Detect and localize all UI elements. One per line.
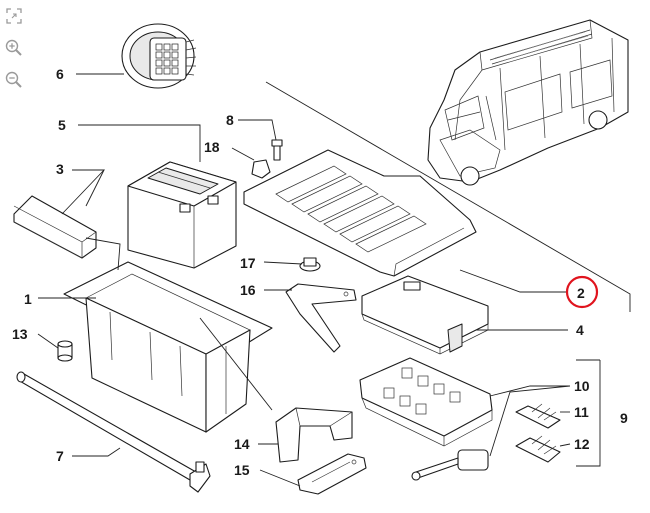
part-11-terminal <box>515 403 561 429</box>
part-13-bush <box>57 340 73 362</box>
callout-14[interactable]: 14 <box>234 436 250 452</box>
callout-3[interactable]: 3 <box>56 161 64 177</box>
viewer-toolbar <box>4 6 28 102</box>
fullscreen-icon[interactable] <box>4 6 24 26</box>
part-6-connector <box>121 23 197 89</box>
van-illustration <box>427 19 629 186</box>
part-7-bar <box>16 371 211 493</box>
callout-13[interactable]: 13 <box>12 326 28 342</box>
callout-2[interactable]: 2 <box>577 285 585 301</box>
callout-9[interactable]: 9 <box>620 410 628 426</box>
callout-12[interactable]: 12 <box>574 436 590 452</box>
callout-16[interactable]: 16 <box>240 282 256 298</box>
callout-17[interactable]: 17 <box>240 255 256 271</box>
callout-7[interactable]: 7 <box>56 448 64 464</box>
part-17-nut <box>299 257 321 272</box>
callout-2-highlight-ring <box>565 275 599 309</box>
part-18-clip <box>251 159 271 179</box>
callout-8[interactable]: 8 <box>226 112 234 128</box>
part-10-sensor <box>411 449 489 481</box>
part-4-control-unit <box>361 275 489 355</box>
callout-15[interactable]: 15 <box>234 462 250 478</box>
part-1-battery-tray <box>63 261 273 433</box>
callout-18[interactable]: 18 <box>204 139 220 155</box>
zoom-out-icon[interactable] <box>4 70 24 90</box>
callout-labels: 6 5 3 8 18 17 16 1 13 7 14 15 2 4 10 11 … <box>12 66 628 478</box>
part-10-fuse-box <box>359 357 493 447</box>
part-3-cover <box>13 195 97 259</box>
callout-5[interactable]: 5 <box>58 117 66 133</box>
part-8-bolt <box>271 139 283 161</box>
part-14-bracket <box>275 407 353 463</box>
callout-1[interactable]: 1 <box>24 291 32 307</box>
zoom-in-icon[interactable] <box>4 38 24 58</box>
callout-11[interactable]: 11 <box>574 404 589 420</box>
callout-4[interactable]: 4 <box>576 322 584 338</box>
part-16-bracket <box>285 283 357 353</box>
part-15-plate <box>297 453 367 495</box>
part-12-terminal <box>515 435 561 463</box>
part-2-tray <box>243 149 477 277</box>
callout-6[interactable]: 6 <box>56 66 64 82</box>
part-5-battery <box>127 161 237 269</box>
leader-lines <box>37 73 631 487</box>
callout-10[interactable]: 10 <box>574 378 590 394</box>
